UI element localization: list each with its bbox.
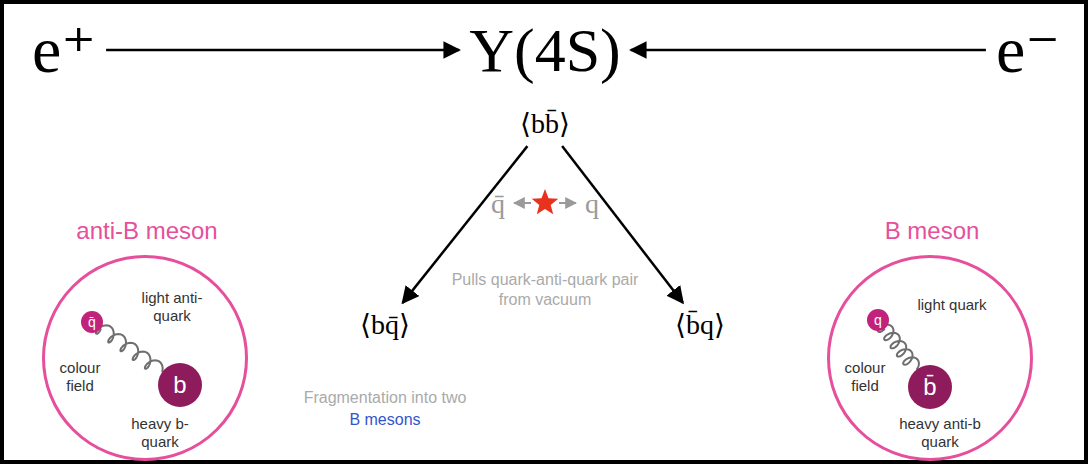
colour-field-coil bbox=[96, 325, 163, 372]
note-text: B mesons bbox=[349, 410, 420, 430]
node-text: ⟨bb̄⟩ bbox=[520, 109, 570, 140]
vacuum-arrow bbox=[514, 202, 531, 204]
circle-outline-shape bbox=[829, 257, 1032, 460]
circle-outline-shape bbox=[44, 257, 247, 460]
quark-letter: b̄ bbox=[923, 375, 936, 399]
quark-dot-fill bbox=[867, 309, 889, 331]
particle-label: e⁺ bbox=[28, 12, 100, 89]
quark-symbol: q bbox=[585, 186, 599, 221]
light-quark-dot: q bbox=[867, 309, 889, 331]
vacuum-arrow bbox=[559, 202, 576, 204]
part-label: light anti-quark bbox=[126, 289, 218, 325]
part-label: heavy anti-b quark bbox=[894, 415, 986, 451]
red-star bbox=[532, 189, 559, 214]
note-text: Pulls quark-anti-quark pair from vacuum bbox=[435, 270, 655, 310]
light-quark-dot: q̄ bbox=[81, 311, 103, 333]
heavy-quark-dot: b bbox=[158, 363, 202, 407]
meson-circle: B mesonlight quarkcolour fieldheavy anti… bbox=[827, 255, 1033, 461]
resonance-label: Υ(4S) bbox=[465, 14, 625, 86]
quark-state: ⟨b̄q⟩ bbox=[671, 308, 729, 343]
node-text: ⟨bq̄⟩ bbox=[360, 310, 410, 341]
node-text: e⁻ bbox=[996, 14, 1060, 87]
node-text: Υ(4S) bbox=[469, 16, 621, 84]
meson-circle: anti-B mesonlight anti-quarkcolour field… bbox=[42, 255, 248, 461]
quark-state: ⟨bq̄⟩ bbox=[356, 308, 414, 343]
quark-letter: b bbox=[173, 373, 186, 397]
heavy-quark-dot: b̄ bbox=[908, 365, 952, 409]
node-text: e⁺ bbox=[32, 14, 96, 87]
part-label: colour field bbox=[50, 359, 110, 395]
node-text: ⟨b̄q⟩ bbox=[675, 310, 725, 341]
quark-letter: q bbox=[874, 313, 882, 327]
quark-dot-fill bbox=[158, 363, 202, 407]
quark-state: ⟨bb̄⟩ bbox=[516, 107, 574, 142]
quark-dot-fill bbox=[908, 365, 952, 409]
part-label: heavy b-quark bbox=[124, 415, 196, 451]
arrow-connector bbox=[106, 49, 459, 52]
quark-letter: q̄ bbox=[88, 315, 96, 329]
particle-label: e⁻ bbox=[992, 12, 1064, 89]
arrow-connector bbox=[631, 49, 986, 52]
meson-heading: B meson bbox=[822, 217, 1042, 246]
note-text: Fragmentation into two bbox=[304, 388, 467, 408]
part-label: colour field bbox=[835, 359, 895, 395]
quark-symbol: q̄ bbox=[491, 186, 505, 221]
part-label: light quark bbox=[917, 296, 987, 314]
quark-dot-fill bbox=[81, 311, 103, 333]
meson-heading: anti-B meson bbox=[37, 217, 257, 246]
